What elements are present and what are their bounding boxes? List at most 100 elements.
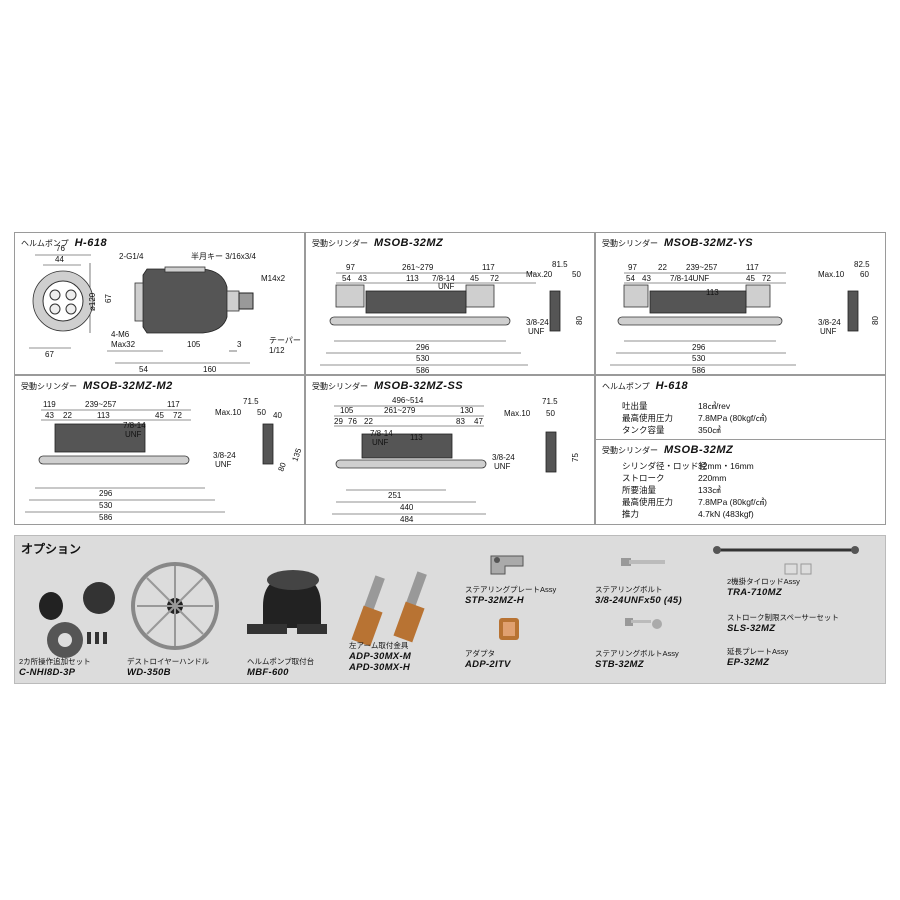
dim-label: 117 xyxy=(167,400,180,409)
tie-rod-icon xyxy=(713,546,859,554)
dim-label: UNF xyxy=(820,327,837,336)
dim-label: 296 xyxy=(692,343,706,352)
options-heading: オプション xyxy=(21,542,82,556)
dim-label: 50 xyxy=(546,409,555,418)
dim-label: 22 xyxy=(658,263,667,272)
dim-label: 130 xyxy=(460,406,474,415)
dim-label: 22 xyxy=(364,417,373,426)
dim-label: Max.10 xyxy=(504,409,531,418)
spacer-icon xyxy=(784,563,812,575)
dim-label: ø120 xyxy=(88,292,97,311)
dim-label: 67 xyxy=(45,350,54,359)
dim-label: 75 xyxy=(571,453,580,462)
dim-label: 261~279 xyxy=(384,406,416,415)
dim-label: 72 xyxy=(762,274,771,283)
dim-label: 71.5 xyxy=(243,397,259,406)
dim-label: 160 xyxy=(203,365,217,374)
dim-label: 586 xyxy=(99,513,113,522)
option-model: STP-32MZ-H xyxy=(465,595,524,606)
spec-row: シリンダ径・ロッド径32mm・16mm xyxy=(622,461,754,471)
dim-label: 496~514 xyxy=(392,396,424,405)
dim-label: 239~257 xyxy=(686,263,718,272)
dim-label: 40 xyxy=(273,411,282,420)
dim-label: 60 xyxy=(860,270,869,279)
dim-label: 50 xyxy=(257,408,266,417)
h618-drawing: 76 44 2-G1/4 半月キー 3/16x3/4 M14x2 ø120 67… xyxy=(29,244,301,374)
dim-label: 484 xyxy=(400,515,414,524)
option-model: C-NHI8D-3P xyxy=(19,667,76,678)
dim-label: 261~279 xyxy=(402,263,434,272)
dim-label: Max.10 xyxy=(818,270,845,279)
dim-label: 97 xyxy=(628,263,637,272)
dim-label: 82.5 xyxy=(854,260,870,269)
option-caption: 2機掛タイロッドAssy xyxy=(727,577,800,586)
arm-bracket-icon xyxy=(351,571,427,647)
steering-bolt-icon xyxy=(621,558,665,566)
option-model: TRA-710MZ xyxy=(727,587,782,598)
option-model: STB-32MZ xyxy=(595,659,644,670)
dim-label: 76 xyxy=(348,417,357,426)
option-model: APD-30MX-H xyxy=(349,662,411,673)
dim-label: 80 xyxy=(871,316,880,325)
dim-label: UNF xyxy=(528,327,545,336)
dim-label: 半月キー 3/16x3/4 xyxy=(191,251,256,261)
steering-wheel-icon xyxy=(131,562,219,650)
option-caption: ヘルムポンプ取付台 xyxy=(247,657,315,666)
divider xyxy=(596,439,885,440)
dim-label: 105 xyxy=(187,340,201,349)
option-model: ADP-30MX-M xyxy=(349,651,412,662)
option-caption: アダプタ xyxy=(465,649,495,658)
dim-label: 2-G1/4 xyxy=(119,252,144,261)
dim-label: 72 xyxy=(490,274,499,283)
dim-label: 7/8-14 xyxy=(432,274,455,283)
dim-label: テーパー xyxy=(269,336,301,345)
dim-label: UNF xyxy=(494,462,511,471)
dim-label: 47 xyxy=(474,417,483,426)
dim-label: 71.5 xyxy=(542,397,558,406)
dim-label: 530 xyxy=(416,354,430,363)
option-caption: 2カ所操作追加セット xyxy=(19,657,91,666)
dim-label: 80 xyxy=(276,461,288,473)
parts-kit-icon xyxy=(39,582,115,658)
dim-label: 113 xyxy=(97,411,110,420)
steering-plate-icon xyxy=(490,555,524,575)
dim-label: 54 xyxy=(139,365,148,374)
adapter-icon xyxy=(499,618,519,640)
dim-label: 29 xyxy=(334,417,343,426)
option-caption: 延長プレートAssy xyxy=(727,647,789,656)
dim-label: 54 xyxy=(626,274,635,283)
dim-label: 296 xyxy=(416,343,430,352)
dim-label: 7/8-14 xyxy=(123,421,146,430)
options-illustrations xyxy=(39,546,859,658)
bolt-assy-icon xyxy=(625,618,662,629)
dim-label: 105 xyxy=(340,406,354,415)
dim-label: Max.10 xyxy=(215,408,242,417)
dim-label: 113 xyxy=(410,433,423,442)
dim-label: Max.20 xyxy=(526,270,553,279)
dim-label: 113 xyxy=(706,288,719,297)
option-model: SLS-32MZ xyxy=(727,623,776,634)
option-caption: ステアリングボルトAssy xyxy=(595,649,679,658)
dim-label: 45 xyxy=(746,274,755,283)
dim-label: 43 xyxy=(45,411,54,420)
dim-label: 76 xyxy=(56,244,65,253)
dim-label: 113 xyxy=(406,274,419,283)
option-model: MBF-600 xyxy=(247,667,289,678)
